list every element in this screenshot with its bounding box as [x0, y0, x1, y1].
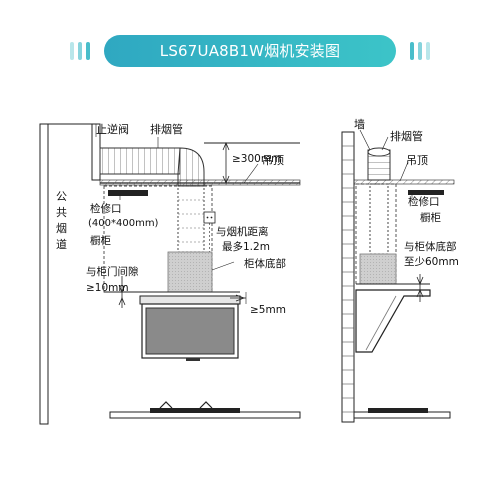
- page-title: LS67UA8B1W烟机安装图: [104, 35, 396, 67]
- svg-text:共: 共: [56, 206, 67, 219]
- access-port-marker-right: [408, 190, 444, 195]
- label-door-gap-1: 与柜门间隙: [86, 265, 139, 278]
- exhaust-duct-vertical-right: [369, 183, 389, 255]
- label-cabinet-left: 橱柜: [90, 234, 111, 247]
- label-wall: 墙: [354, 117, 365, 131]
- svg-text:道: 道: [56, 237, 67, 251]
- svg-text:公: 公: [56, 190, 67, 203]
- label-exhaust-pipe-left: 排烟管: [150, 122, 183, 136]
- burners: [159, 401, 213, 409]
- svg-text:烟: 烟: [56, 221, 67, 235]
- label-cabinet-right: 橱柜: [420, 211, 441, 224]
- label-access-port-right: 检修口: [408, 195, 440, 208]
- label-cabinet-bottom: 柜体底部: [244, 257, 286, 270]
- label-distance-1: 与烟机距离: [216, 225, 269, 238]
- public-flue-wall: [39, 123, 49, 425]
- cooktop: [150, 408, 240, 413]
- power-socket: [203, 211, 216, 224]
- label-bottom-1: 与柜体底部: [404, 240, 457, 253]
- access-port-marker: [108, 190, 148, 196]
- label-access-port-left: 检修口: [90, 202, 122, 215]
- label-door-gap-2: ≥10mm: [86, 282, 129, 294]
- range-hood-top: [139, 295, 241, 305]
- label-public-flue: 公 共 烟 道: [56, 190, 67, 251]
- range-hood-glass-panel: [145, 307, 235, 355]
- hood-chimney: [167, 251, 213, 293]
- exhaust-duct-horizontal: [99, 147, 181, 175]
- label-bottom-2: 至少60mm: [404, 256, 459, 268]
- label-exhaust-pipe-right: 排烟管: [390, 129, 423, 143]
- label-gap-5: ≥5mm: [250, 304, 286, 316]
- left-side-diagram: [39, 123, 301, 425]
- title-decoration-right: [410, 42, 430, 60]
- title-banner: LS67UA8B1W烟机安装图: [70, 35, 430, 67]
- label-access-port-size: (400*400mm): [88, 218, 159, 229]
- hood-chimney-right: [359, 253, 397, 285]
- ceiling-right: [353, 179, 455, 185]
- label-ceiling-left: 吊顶: [262, 154, 284, 167]
- label-distance-2: 最多1.2m: [222, 240, 270, 253]
- cooktop-right: [368, 408, 428, 413]
- range-hood-side: [355, 289, 431, 353]
- label-check-valve: 止逆阀: [96, 122, 129, 136]
- label-ceiling-right: 吊顶: [406, 154, 428, 167]
- brick-wall: [341, 131, 355, 423]
- title-decoration-left: [70, 42, 90, 60]
- label-gap-300: ≥300mm: [232, 153, 281, 165]
- right-side-diagram: [341, 129, 455, 423]
- ceiling-board: [99, 179, 301, 186]
